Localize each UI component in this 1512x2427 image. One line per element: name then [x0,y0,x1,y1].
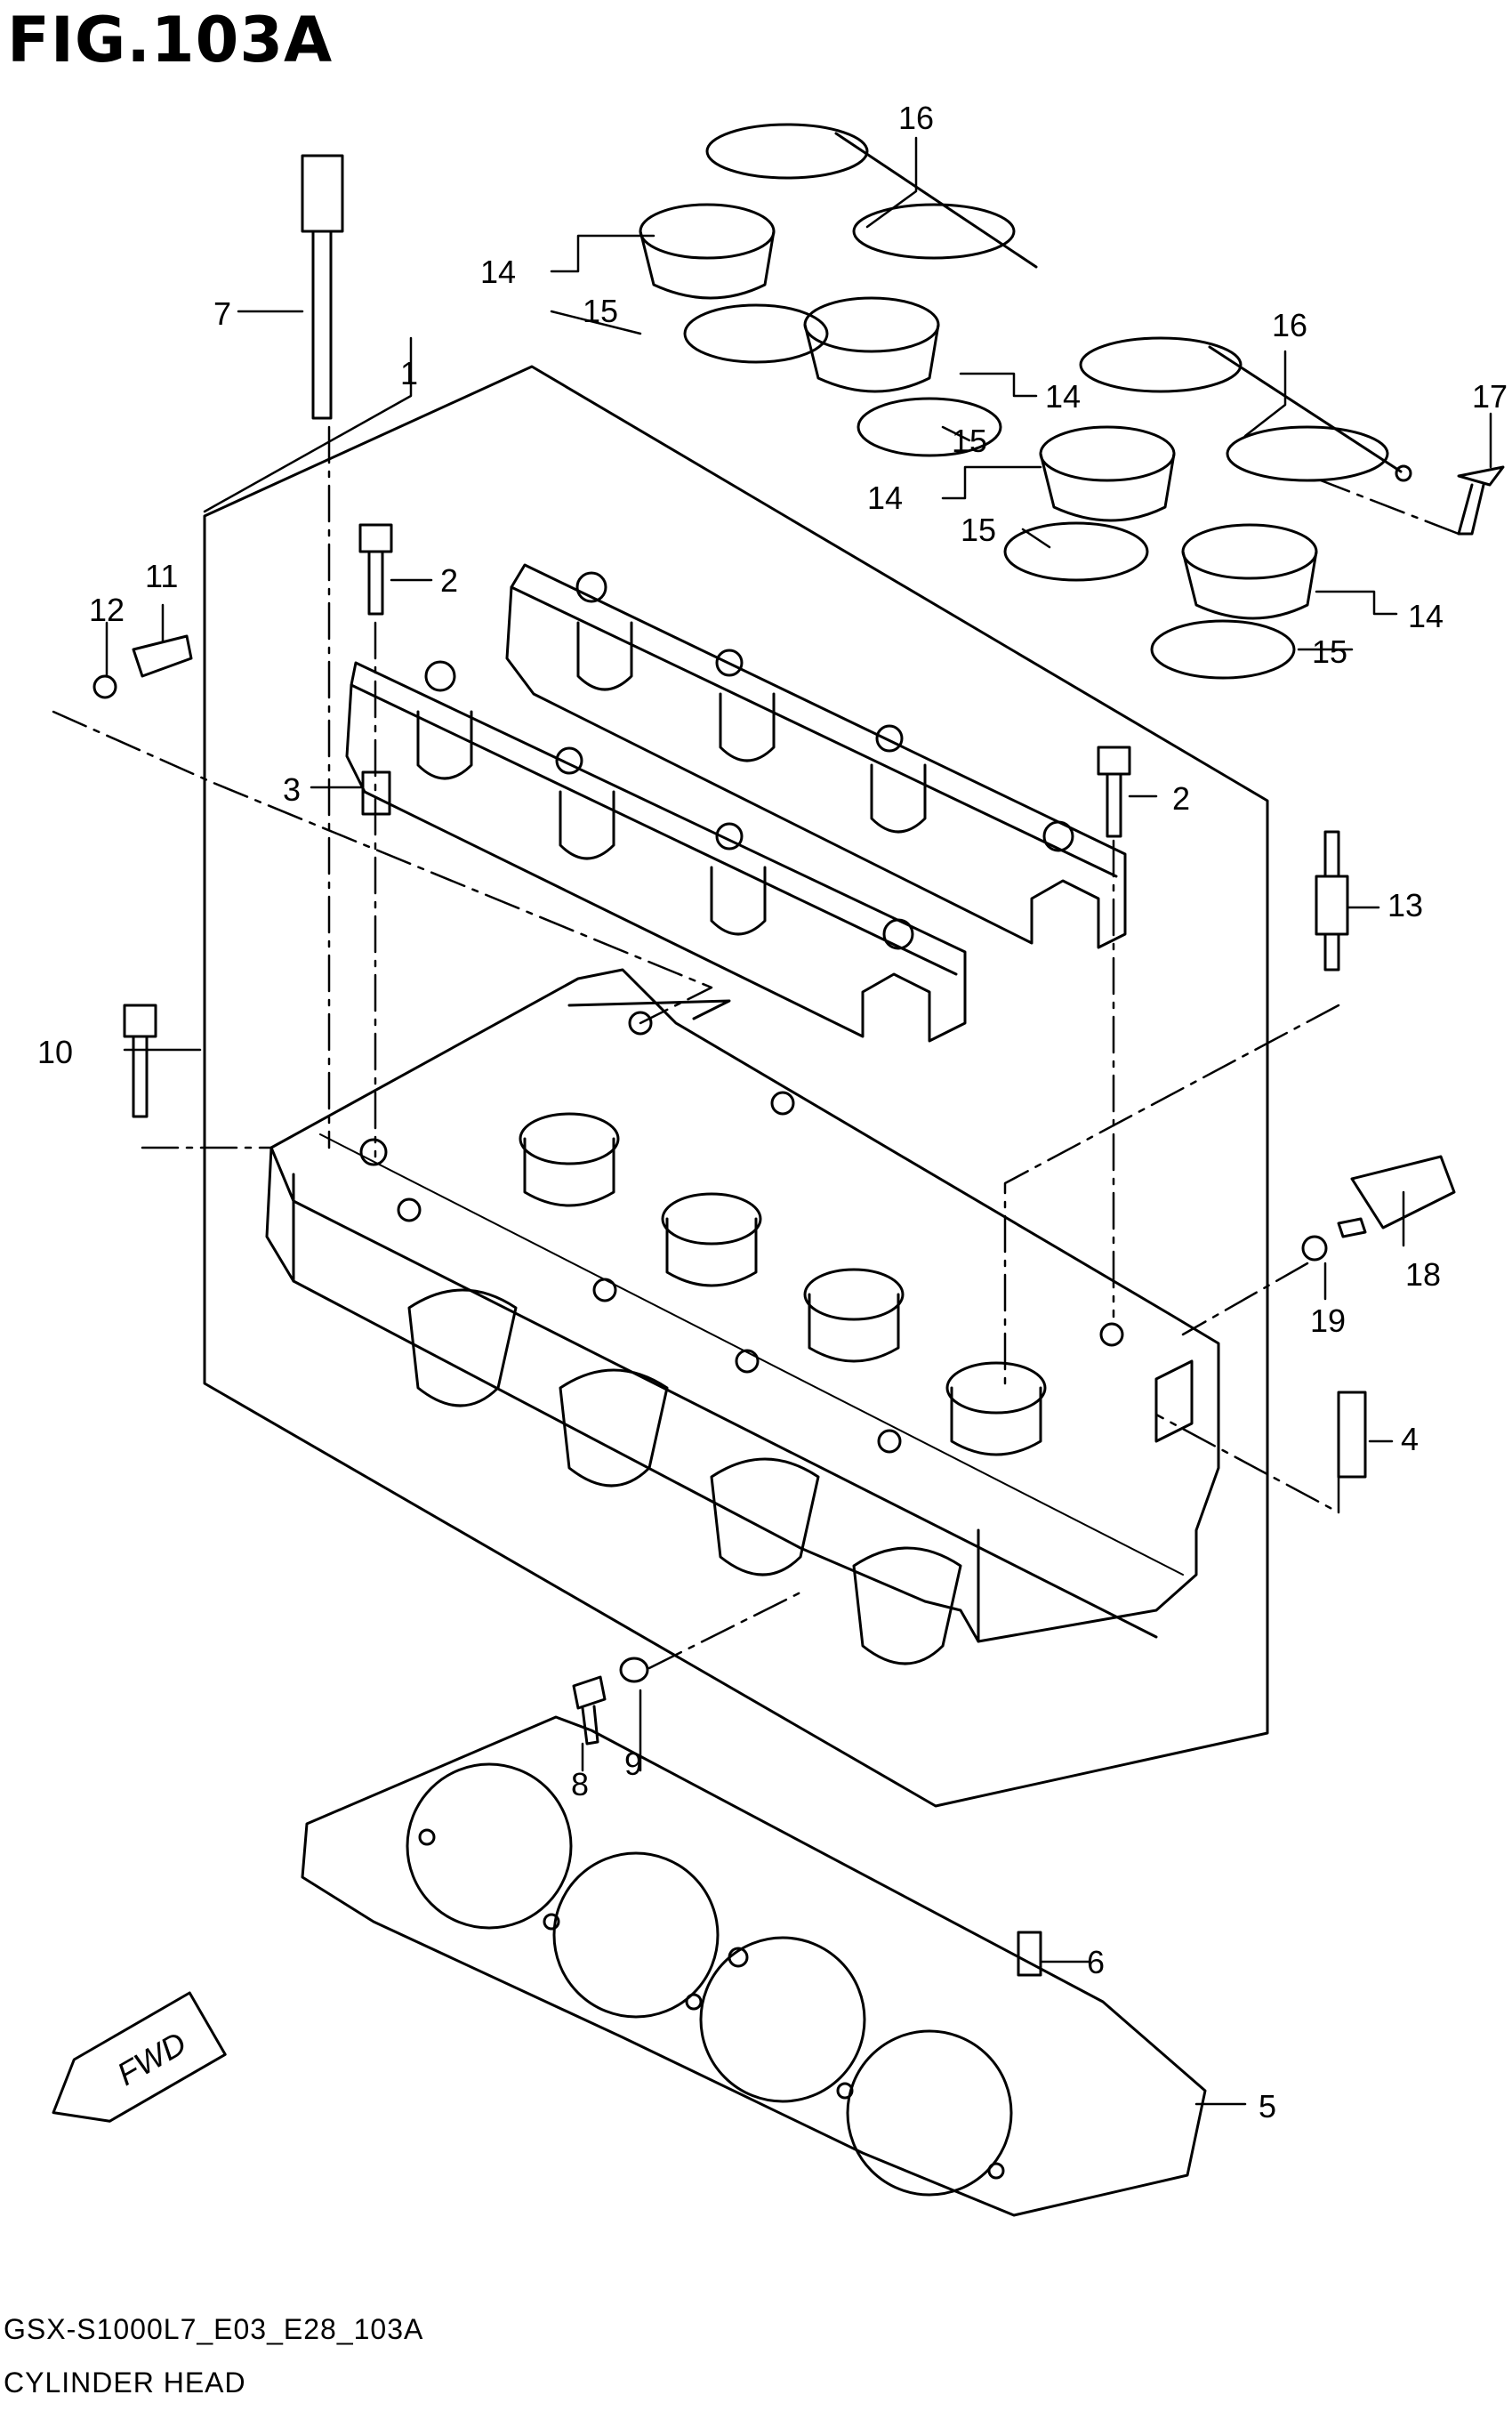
callout-3: 3 [283,771,301,808]
small-parts [92,154,1505,1977]
leader-lines [52,136,1492,2106]
callout-4: 4 [1401,1421,1419,1457]
camshaft-holder-front [345,660,967,1043]
callout-9: 9 [624,1746,642,1782]
cylinder-head-gasket [301,1715,1207,2217]
callout-6: 6 [1087,1944,1105,1980]
section-name: CYLINDER HEAD [4,2367,246,2399]
callout-14: 14 [480,254,516,290]
callout-15: 15 [952,423,987,459]
callout-15: 15 [1312,633,1347,670]
intake-clamps [705,123,1412,482]
fwd-arrow: FWD [52,1991,227,2123]
callout-1: 1 [400,355,418,391]
intake-pipes [639,203,1318,680]
callout-18: 18 [1405,1256,1441,1293]
callout-15: 15 [583,293,618,329]
callout-17: 17 [1472,378,1508,415]
model-code: GSX-S1000L7_E03_E28_103A [4,2313,424,2345]
callout-16: 16 [898,100,934,136]
callout-10: 10 [37,1034,73,1070]
callout-13: 13 [1387,887,1423,923]
callout-12: 12 [89,592,125,628]
assembly-outline [203,365,1269,1808]
callout-8: 8 [571,1766,589,1802]
callout-14: 14 [1045,378,1081,415]
callout-5: 5 [1259,2088,1276,2125]
callout-14: 14 [1408,598,1444,634]
callout-15: 15 [961,512,996,548]
callout-2: 2 [1172,780,1190,817]
callout-11: 11 [145,558,178,594]
callout-16: 16 [1272,307,1307,343]
cylinder-head-body [265,968,1220,1665]
callout-19: 19 [1310,1302,1346,1339]
figure-title: FIG.103A [7,4,334,77]
callout-14: 14 [867,480,903,516]
camshaft-holder-rear [505,563,1127,949]
callout-2: 2 [440,562,458,599]
callout-labels: 1 2 2 3 4 5 6 7 8 9 10 11 12 13 14 14 14… [37,100,1508,2125]
callout-7: 7 [213,295,231,332]
